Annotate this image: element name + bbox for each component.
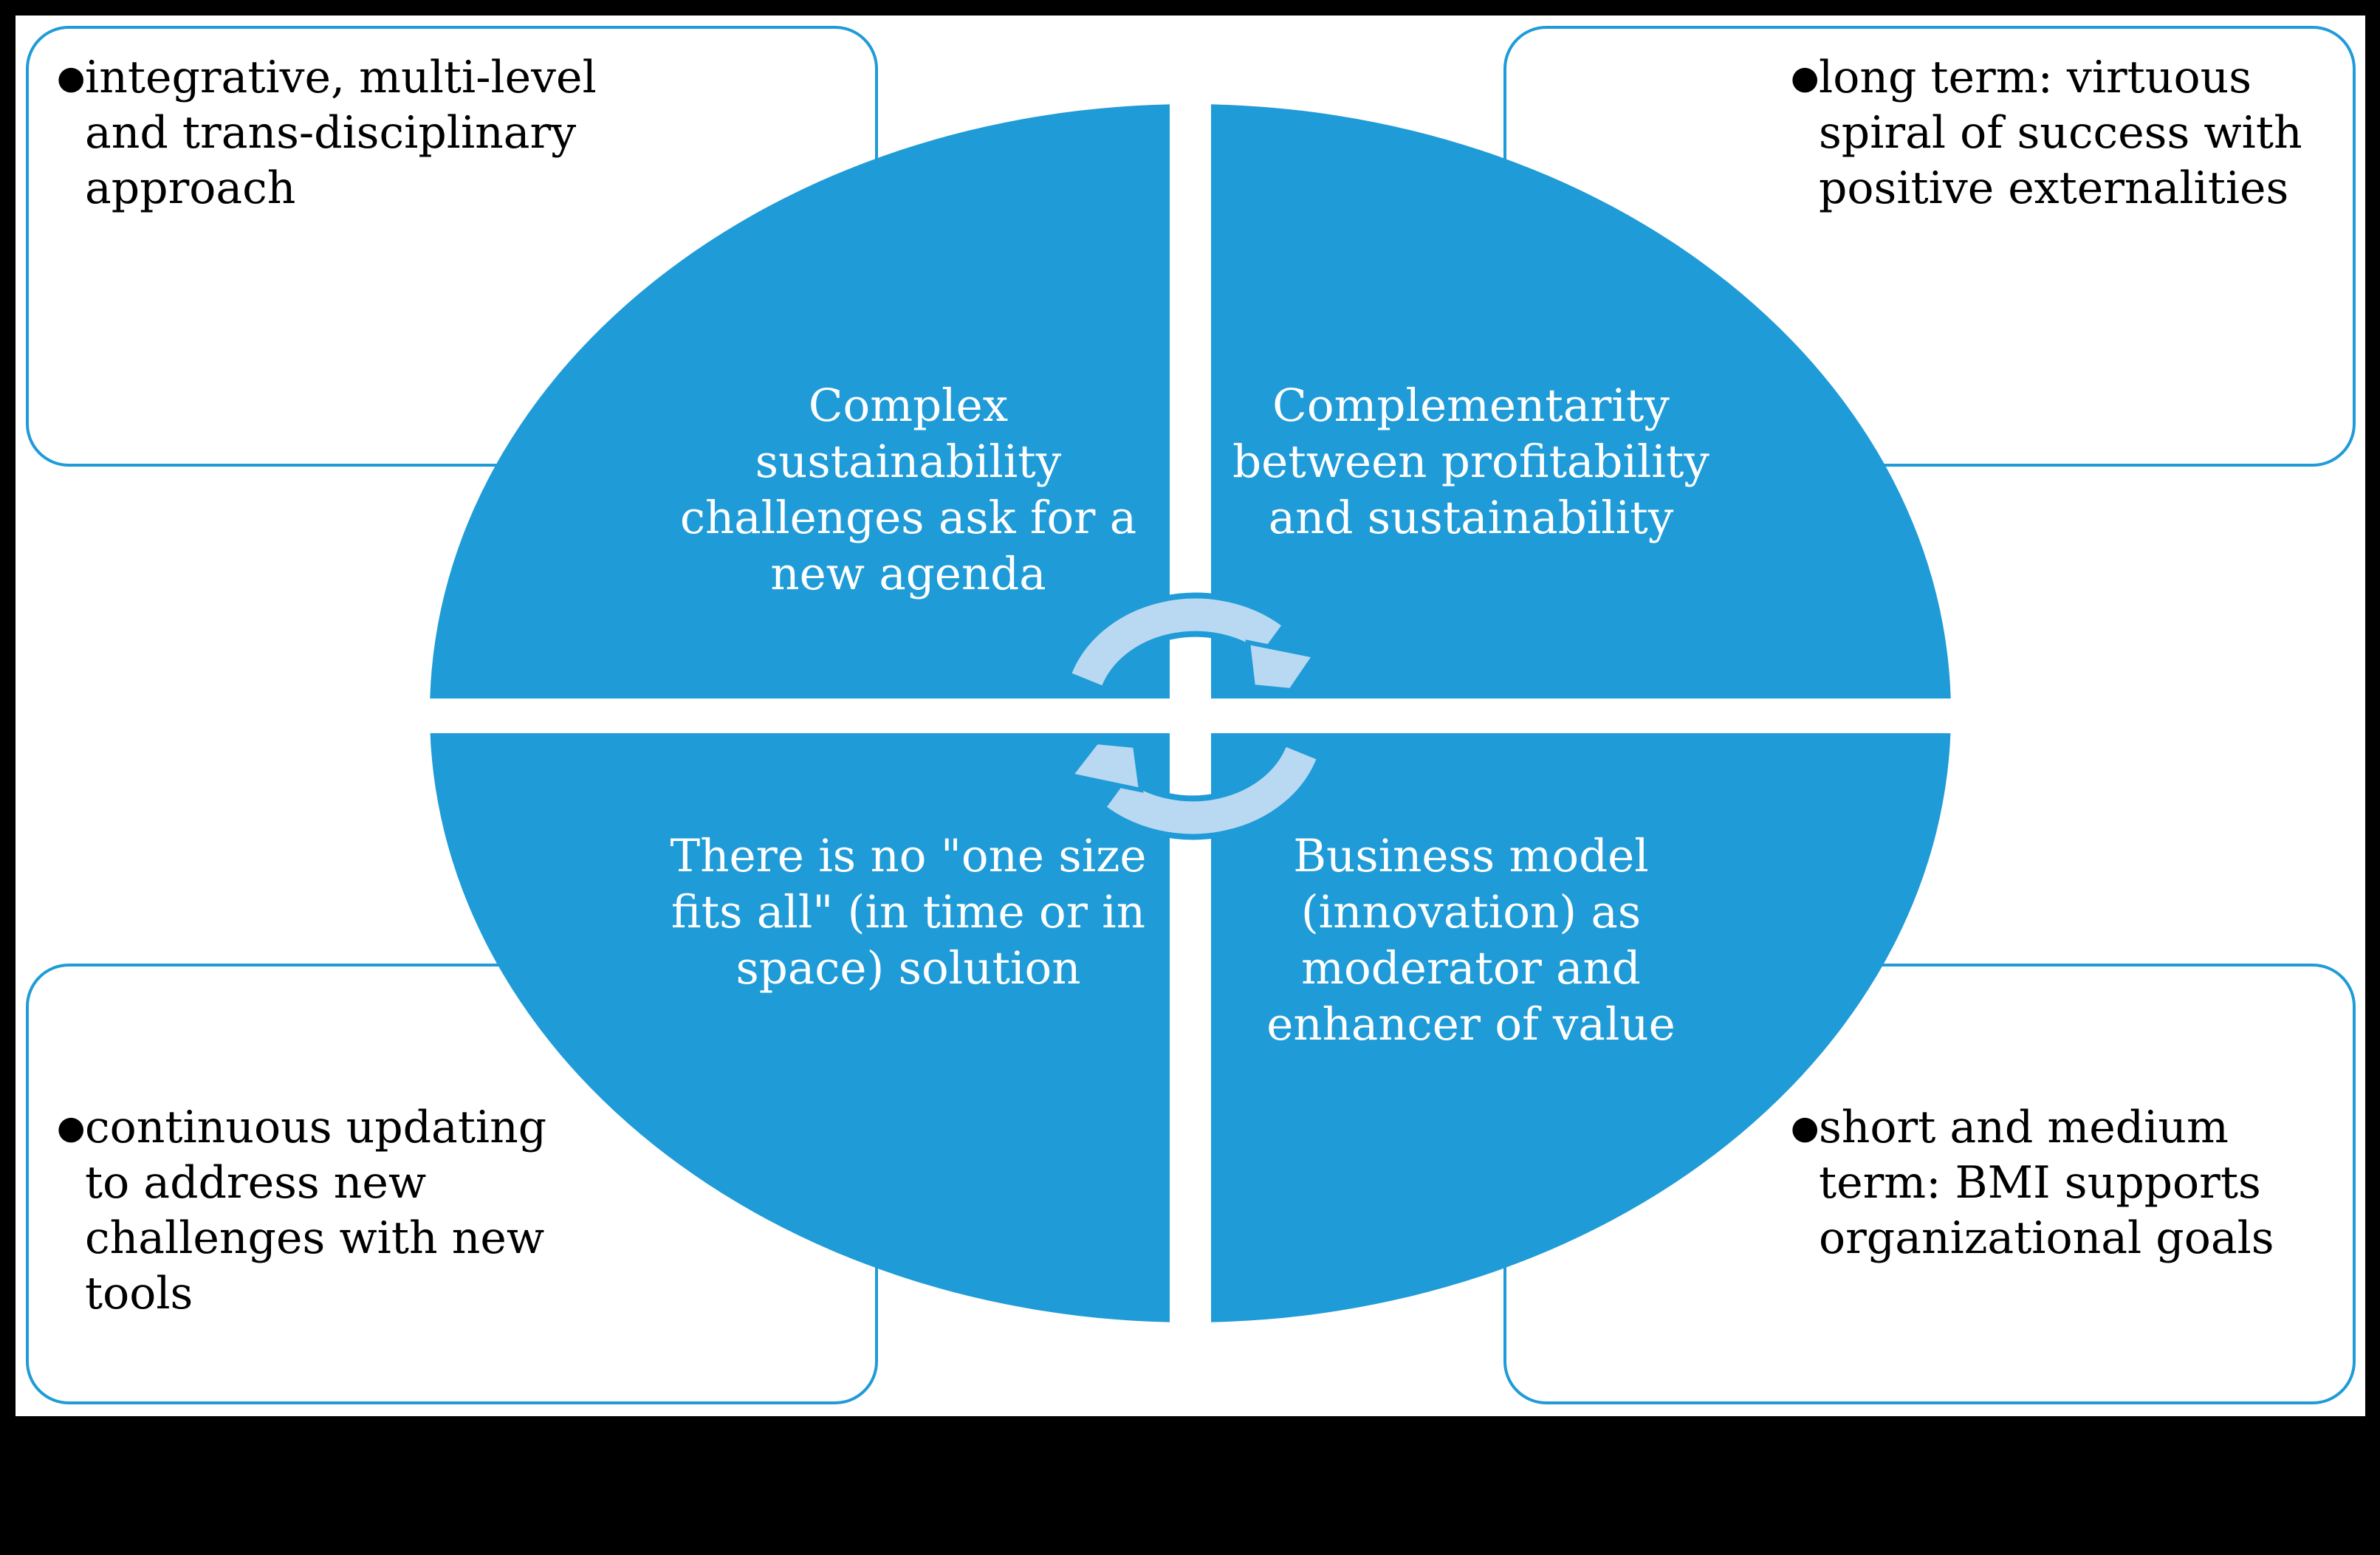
bullet-top-left: ● integrative, multi-level and trans-dis… <box>57 50 602 216</box>
bullet-top-right: ● long term: virtuous spiral of success … <box>1791 50 2350 216</box>
quadrant-text-top-right: Complementarity between profitability an… <box>1232 380 1709 544</box>
bullet-text-bottom-left: continuous updating to address new chall… <box>85 1102 547 1319</box>
bullet-dot-icon: ● <box>57 1109 86 1147</box>
quadrant-text-bottom-left: There is no "one size fits all" (in time… <box>670 830 1147 995</box>
bullet-text-top-left: integrative, multi-level and trans-disci… <box>85 52 597 214</box>
bottom-black-strip <box>0 1416 2380 1555</box>
quadrant-text-top-left: Complex sustainability challenges ask fo… <box>679 380 1137 600</box>
bullet-text-bottom-right: short and medium term: BMI supports orga… <box>1819 1102 2274 1264</box>
bullet-dot-icon: ● <box>1791 59 1820 97</box>
bullet-bottom-right: ● short and medium term: BMI supports or… <box>1791 1100 2350 1266</box>
bullet-bottom-left: ● continuous updating to address new cha… <box>57 1100 602 1322</box>
bullet-dot-icon: ● <box>1791 1109 1820 1147</box>
circular-arrows-icon <box>1066 592 1322 840</box>
bullet-text-top-right: long term: virtuous spiral of success wi… <box>1819 52 2302 214</box>
bullet-dot-icon: ● <box>57 59 86 97</box>
quadrant-text-bottom-right: Business model (innovation) as moderator… <box>1266 830 1676 1051</box>
